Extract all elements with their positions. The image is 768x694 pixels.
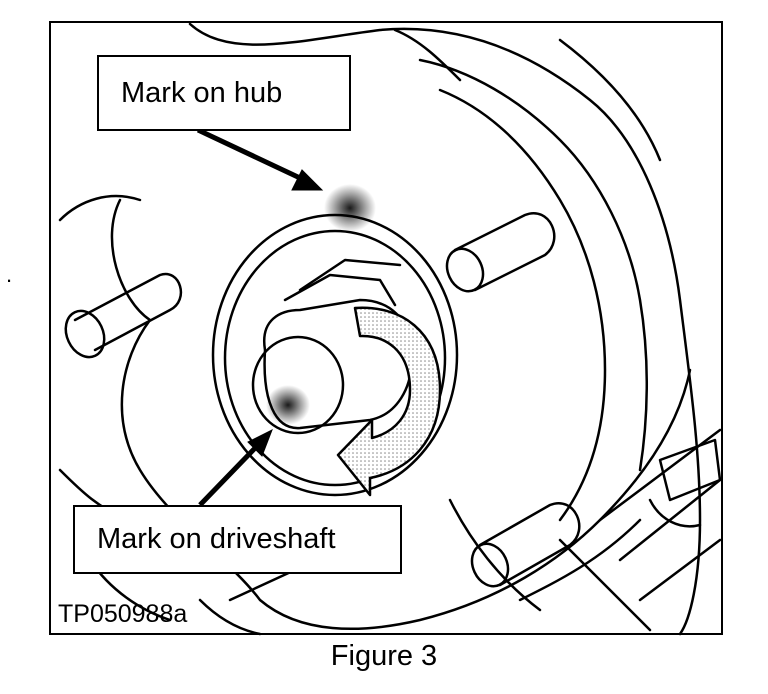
lug-bolt-right xyxy=(648,438,722,528)
wheel-stud-upper-right xyxy=(445,212,556,293)
wheel-stud-left xyxy=(64,272,182,359)
hub-body-outline xyxy=(188,22,702,636)
hub-mark xyxy=(324,184,376,232)
stray-mark: . xyxy=(6,262,13,287)
driveshaft-mark xyxy=(266,385,310,425)
callout-hub-label: Mark on hub xyxy=(121,76,283,109)
hub-bore-inner-ring xyxy=(223,229,447,487)
figure-caption: Figure 3 xyxy=(330,640,438,672)
rotation-arrow-icon xyxy=(336,306,442,497)
figure-frame xyxy=(49,21,723,635)
callout-driveshaft-label: Mark on driveshaft xyxy=(97,523,336,555)
callout-mark-on-driveshaft: Mark on driveshaft xyxy=(73,505,402,574)
pointer-arrow-icon xyxy=(196,127,324,507)
callout-mark-on-hub: Mark on hub xyxy=(97,55,351,131)
reference-code: TP050988a xyxy=(58,600,188,628)
wheel-stud-lower-right xyxy=(470,502,581,588)
